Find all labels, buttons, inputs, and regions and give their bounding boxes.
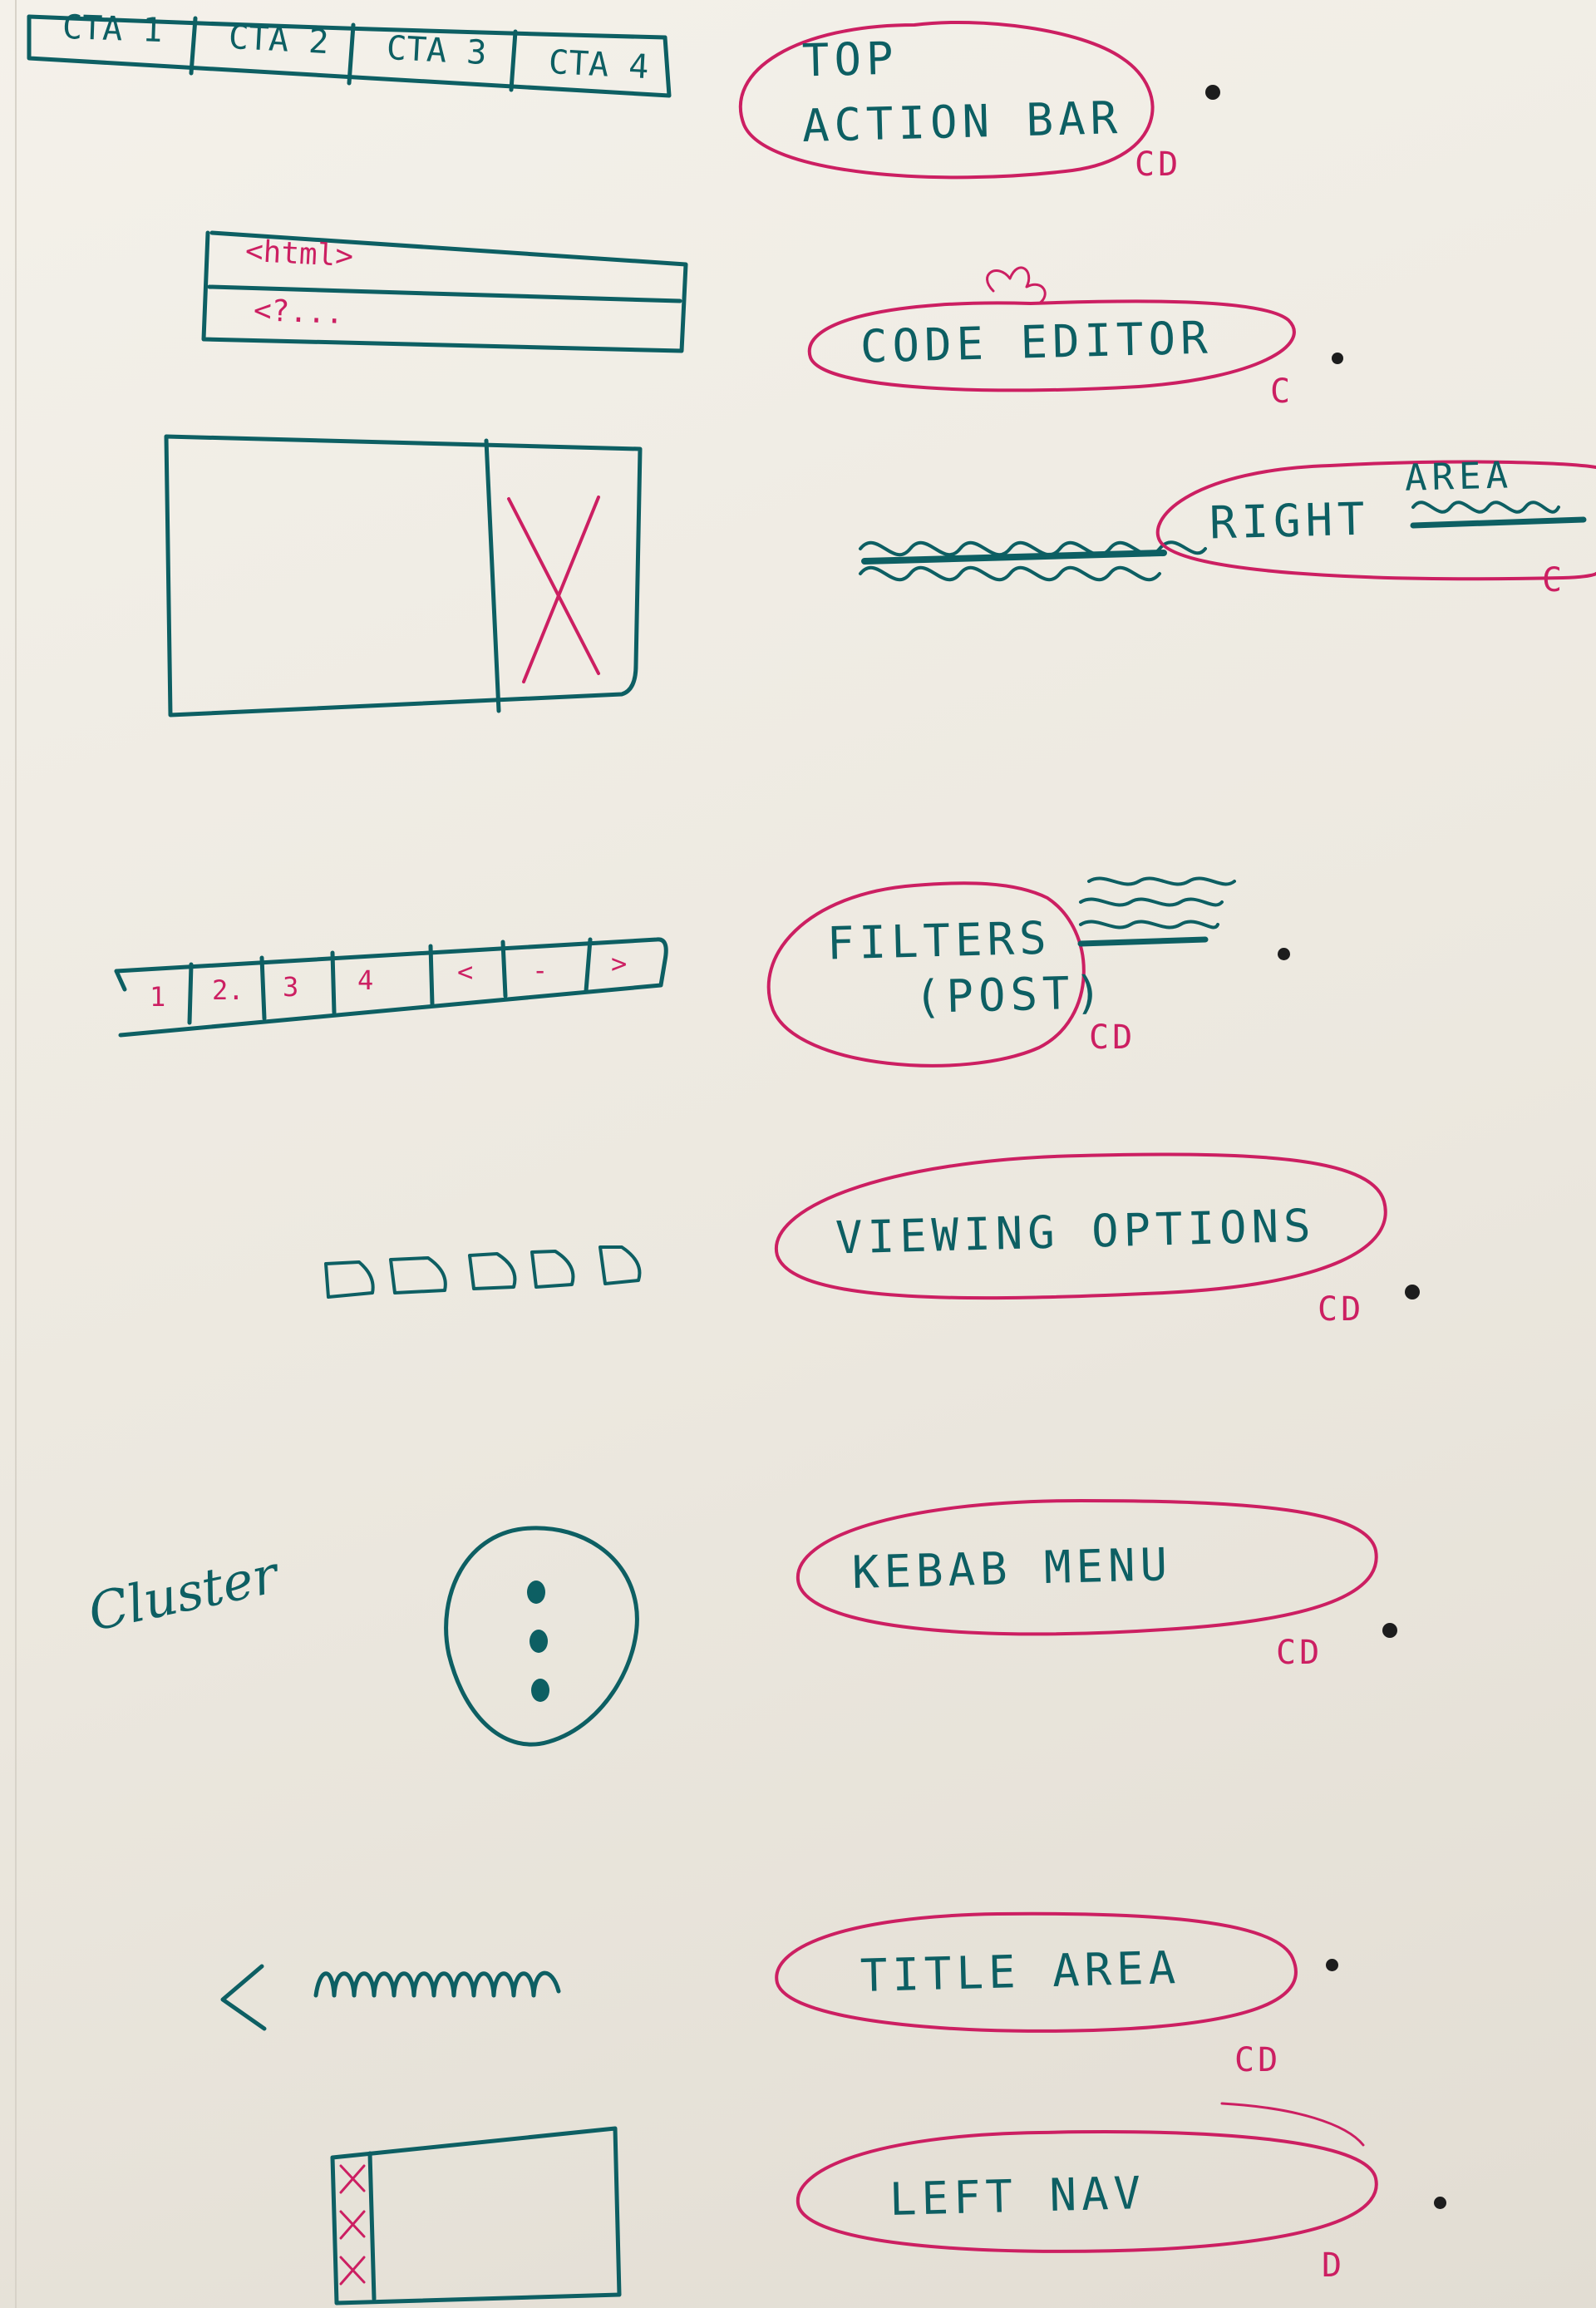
filters-dot: [1278, 948, 1290, 960]
right-area-sketch: [164, 434, 643, 718]
cta-2-label: CTA 2: [227, 17, 330, 62]
code-editor-mark: C: [1270, 372, 1294, 411]
right-area-x: [507, 496, 600, 683]
code-editor-sketch: [201, 230, 688, 353]
filters-mark: CD: [1089, 1018, 1136, 1057]
filter-cell-next: >: [611, 948, 628, 979]
code-line-1: <html>: [244, 234, 355, 274]
filter-cell-dash: -: [532, 954, 549, 986]
left-nav-label: LEFT NAV: [889, 2166, 1146, 2227]
viewing-options-circle: [774, 1152, 1387, 1300]
cta-3-label: CTA 3: [385, 28, 488, 73]
cta-4-label: CTA 4: [547, 42, 650, 87]
top-action-bar-mark: CD: [1135, 145, 1182, 184]
viewing-options-dot: [1405, 1285, 1420, 1299]
top-action-bar-line1: TOP: [801, 32, 899, 87]
filter-cell-3: 3: [283, 971, 299, 1003]
right-area-circle: [1155, 460, 1596, 581]
code-editor-circle: [807, 266, 1296, 392]
kebab-menu-dot: [1382, 1623, 1397, 1638]
kebab-menu-label: KEBAB MENU: [851, 1537, 1173, 1600]
code-line-2: <?...: [253, 293, 345, 331]
filter-cell-2: 2.: [212, 974, 244, 1006]
title-area-circle: [775, 1911, 1298, 2033]
code-editor-label: CODE EDITOR: [860, 311, 1214, 373]
code-editor-dot: [1332, 353, 1343, 364]
viewing-options-mark: CD: [1318, 1290, 1365, 1329]
title-area-dot: [1326, 1959, 1338, 1971]
paper-edge: [15, 0, 17, 2308]
filters-line1: FILTERS: [826, 911, 1052, 970]
filters-line2: (POST): [914, 965, 1107, 1024]
filters-scribble: [1077, 876, 1236, 947]
title-area-sketch: [220, 1964, 561, 2031]
left-nav-sketch: [330, 2126, 622, 2306]
filter-cell-4: 4: [357, 964, 374, 996]
left-nav-circle: [796, 2102, 1378, 2253]
top-action-bar-line2: ACTION BAR: [801, 91, 1123, 153]
filter-cell-1: 1: [150, 981, 166, 1013]
filters-circle: [766, 881, 1086, 1068]
cta-bar-sketch: [27, 14, 672, 98]
viewing-options-sketch: [324, 1245, 642, 1299]
kebab-menu-mark: CD: [1276, 1634, 1323, 1672]
filter-cell-prev: <: [457, 956, 474, 988]
left-nav-dot: [1434, 2197, 1446, 2209]
scribble-out: [859, 501, 1587, 582]
top-action-bar-circle: [738, 21, 1155, 180]
title-area-mark: CD: [1234, 2041, 1282, 2079]
right-area-line1: RIGHT: [1209, 492, 1371, 550]
title-area-label: TITLE AREA: [860, 1941, 1181, 2003]
kebab-sketch: [444, 1526, 639, 1747]
right-area-mark: C: [1542, 561, 1566, 599]
top-action-bar-dot: [1205, 85, 1220, 100]
right-area-line2: AREA: [1404, 454, 1514, 500]
kebab-dots: [527, 1581, 549, 1702]
left-nav-x-marks: [339, 2164, 366, 2286]
kebab-menu-circle: [796, 1499, 1378, 1636]
filters-sketch: [114, 937, 668, 1038]
cta-1-label: CTA 1: [62, 7, 164, 51]
left-nav-mark: D: [1322, 2246, 1346, 2285]
